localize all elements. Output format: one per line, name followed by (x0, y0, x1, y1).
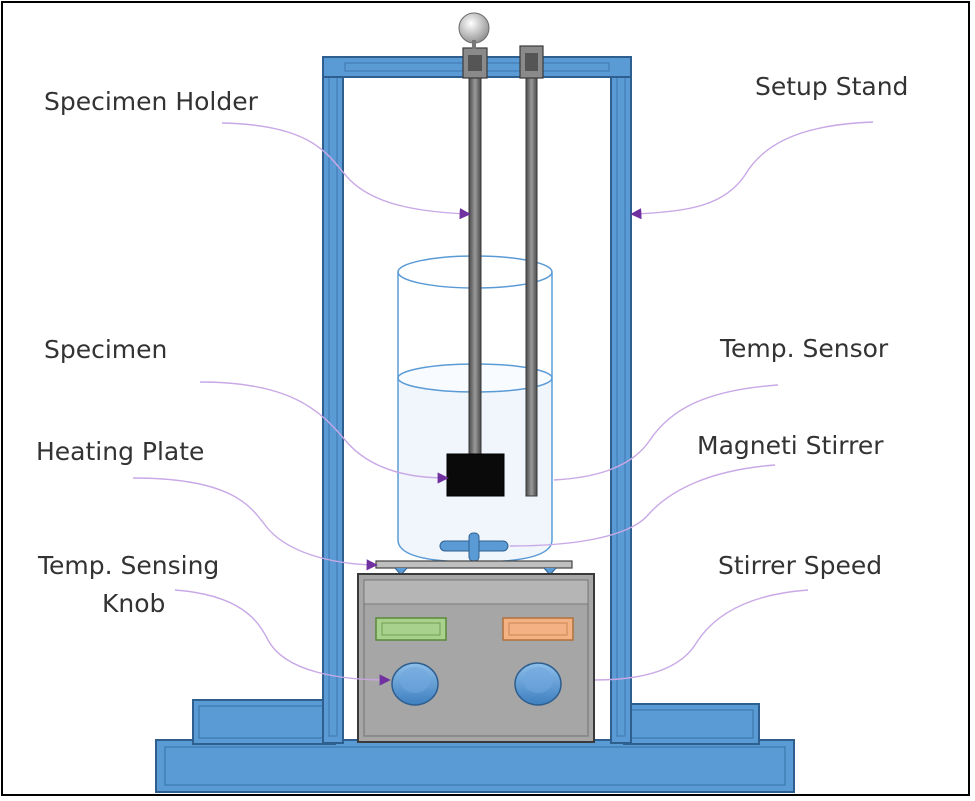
label-heating-plate: Heating Plate (36, 437, 204, 466)
label-magneti-stirrer: Magneti Stirrer (697, 431, 884, 460)
green-indicator (375, 617, 447, 641)
label-stirrer-speed: Stirrer Speed (718, 551, 882, 580)
orange-indicator (502, 617, 574, 641)
leader-specimen-holder (221, 122, 471, 220)
label-temp-sensor: Temp. Sensor (719, 334, 889, 363)
setup-stand-frame (322, 56, 632, 744)
leader-magneti-stirrer (509, 464, 776, 547)
temp-sensing-knob (391, 662, 439, 706)
heating-plate (375, 560, 573, 576)
leader-setup-stand (630, 121, 874, 220)
hot-plate-body (357, 573, 595, 743)
specimen-holder-rod (458, 12, 490, 461)
label-knob: Knob (102, 589, 165, 618)
label-specimen-holder: Specimen Holder (44, 87, 259, 116)
label-temp-sensing: Temp. Sensing (37, 551, 219, 580)
leader-stirrer-speed (594, 589, 809, 681)
specimen-block (446, 453, 505, 497)
leader-temp-sensing-knob (174, 589, 391, 686)
temp-sensor-rod (519, 45, 544, 497)
leader-lines (132, 121, 874, 686)
leader-heating-plate (132, 477, 378, 571)
leader-temp-sensor (553, 384, 779, 481)
leader-specimen (199, 381, 449, 484)
label-specimen: Specimen (44, 335, 167, 364)
stirrer-speed-knob (514, 662, 562, 706)
label-setup-stand: Setup Stand (755, 72, 908, 101)
